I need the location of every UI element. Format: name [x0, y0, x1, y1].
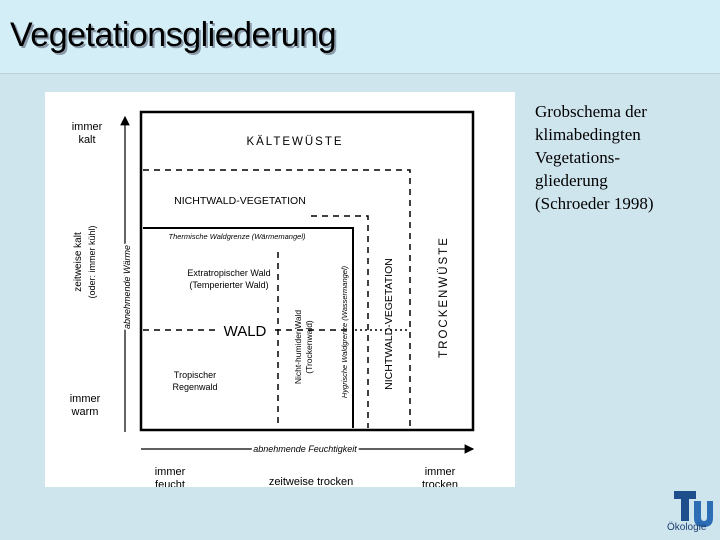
label-zeitweise-trocken: zeitweise trocken	[269, 476, 353, 487]
outer-frame	[139, 110, 475, 432]
zone-trockenwueste: TROCKENWÜSTE	[438, 236, 450, 358]
zone-nichtwald-top: NICHTWALD-VEGETATION	[174, 195, 306, 207]
caption-line-4: gliederung	[535, 171, 608, 190]
caption-line-1: Grobschema der	[535, 102, 647, 121]
label-immer-warm-1: immer	[70, 393, 101, 405]
slide-title: Vegetationsgliederung	[10, 16, 337, 54]
vegetation-diagram: immer kalt zeitweise kalt (oder: immer k…	[45, 92, 515, 487]
caption-line-5: (Schroeder 1998)	[535, 194, 654, 213]
zone-nichthumid-2: (Trockenwald)	[304, 320, 314, 374]
label-immer-feucht-2: feucht	[155, 479, 185, 487]
label-oder-immer-kuehl: (oder: immer kühl)	[87, 225, 97, 298]
zone-thermische-waldgrenze: Thermische Waldgrenze (Wärmemangel)	[169, 232, 306, 241]
label-immer-warm-2: warm	[71, 406, 99, 418]
tu-logo-icon	[674, 491, 713, 527]
logo-text: Ökologie	[667, 522, 707, 533]
diagram-caption: Grobschema der klimabedingten Vegetation…	[535, 100, 715, 215]
zone-tropisch-1: Tropischer	[174, 370, 216, 380]
label-abnehmende-waerme: abnehmende Wärme	[122, 245, 132, 329]
zone-tropisch-2: Regenwald	[172, 382, 217, 392]
zone-nichtwald-right: NICHTWALD-VEGETATION	[383, 258, 395, 390]
label-immer-kalt-2: kalt	[78, 134, 95, 146]
thermische-waldgrenze-line	[143, 227, 354, 428]
label-immer-trocken-1: immer	[425, 466, 456, 478]
caption-line-3: Vegetations-	[535, 148, 620, 167]
label-immer-kalt-1: immer	[72, 121, 103, 133]
diagram-svg: immer kalt zeitweise kalt (oder: immer k…	[70, 110, 475, 487]
zone-nichthumid-1: Nicht-humider Wald	[293, 310, 303, 385]
label-immer-trocken-2: trocken	[422, 479, 458, 487]
zone-wald: WALD	[224, 323, 267, 340]
caption-line-2: klimabedingten	[535, 125, 641, 144]
label-abnehmende-feuchtigkeit: abnehmende Feuchtigkeit	[253, 444, 357, 454]
boundary-nichtwald-top	[311, 215, 369, 428]
label-zeitweise-kalt: zeitweise kalt	[73, 232, 84, 292]
zone-extratropisch-1: Extratropischer Wald	[187, 268, 270, 278]
zone-extratropisch-2: (Temperierter Wald)	[189, 280, 268, 290]
title-bar	[0, 0, 720, 73]
label-immer-feucht-1: immer	[155, 466, 186, 478]
title-divider	[0, 73, 720, 74]
zone-hygrische-waldgrenze: Hygrische Waldgrenze (Wassermangel)	[340, 265, 349, 398]
zone-kaeltewueste: KÄLTEWÜSTE	[246, 136, 343, 148]
boundary-kaeltewueste	[143, 169, 411, 428]
